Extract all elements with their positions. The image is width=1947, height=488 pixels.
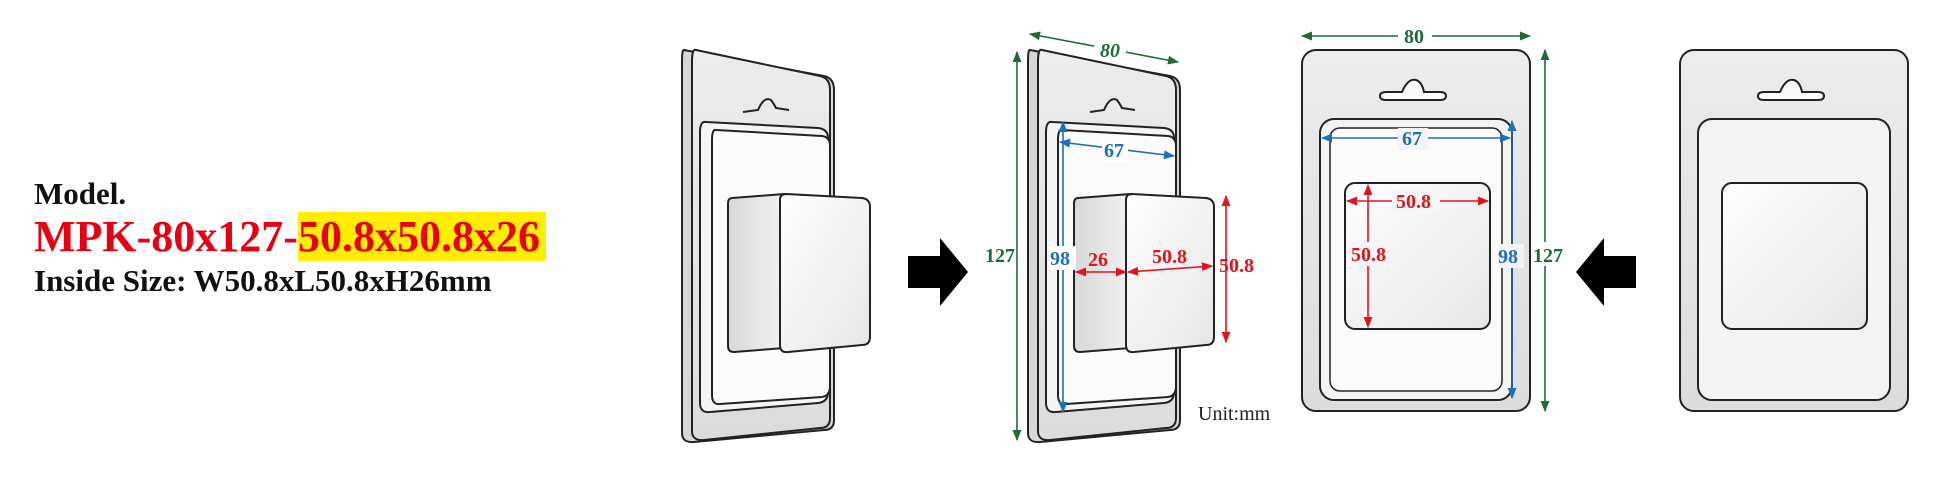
hang-hole-3 (1378, 78, 1448, 101)
inside-size: Inside Size: W50.8xL50.8xH26mm (34, 263, 492, 298)
hang-hole (742, 98, 790, 113)
perspective-view (681, 48, 871, 444)
blister-front (779, 192, 871, 354)
hang-hole-4 (1756, 78, 1826, 101)
blister-depth-label: 26 (1088, 249, 1108, 271)
model-info: Model. MPK-80x127-50.8x50.8x26 Inside Si… (34, 176, 546, 300)
window3-height-label: 98 (1498, 246, 1518, 268)
blister3 (1344, 182, 1491, 330)
unit-label: Unit:mm (1198, 403, 1271, 425)
blister3-height-label: 50.8 (1351, 244, 1386, 266)
window-height-label: 98 (1050, 248, 1070, 270)
card-height-label: 127 (985, 245, 1015, 267)
blister3-width-label: 50.8 (1396, 191, 1431, 213)
model-code: MPK-80x127-50.8x50.8x26 (34, 212, 546, 262)
card3-width-label: 80 (1404, 26, 1424, 48)
model-code-prefix: MPK-80x127- (34, 212, 298, 261)
model-label: Model. (34, 176, 127, 211)
right-arrow-icon (908, 238, 968, 306)
blister-width-label: 50.8 (1152, 246, 1187, 268)
blister-height-label: 50.8 (1219, 255, 1254, 277)
dimensioned-front-view: 80 127 67 98 50.8 50.8 (1300, 24, 1564, 413)
left-arrow-icon (1576, 238, 1636, 306)
blister2-side (1073, 192, 1132, 354)
dimensioned-perspective-view: 80 127 67 98 26 50.8 50.8 (984, 31, 1254, 444)
model-code-size: 50.8x50.8x26 (297, 212, 546, 261)
card3-height-label: 127 (1533, 245, 1563, 267)
card-width-label: 80 (1100, 40, 1120, 62)
plain-front-view (1679, 49, 1909, 412)
blister2-front (1125, 192, 1215, 354)
hang-hole-2 (1089, 98, 1136, 113)
window3-width-label: 67 (1402, 128, 1422, 150)
blister4 (1721, 182, 1868, 330)
blister-width-line (1126, 262, 1214, 276)
blister-side (727, 192, 786, 354)
window-width-label: 67 (1104, 140, 1124, 162)
